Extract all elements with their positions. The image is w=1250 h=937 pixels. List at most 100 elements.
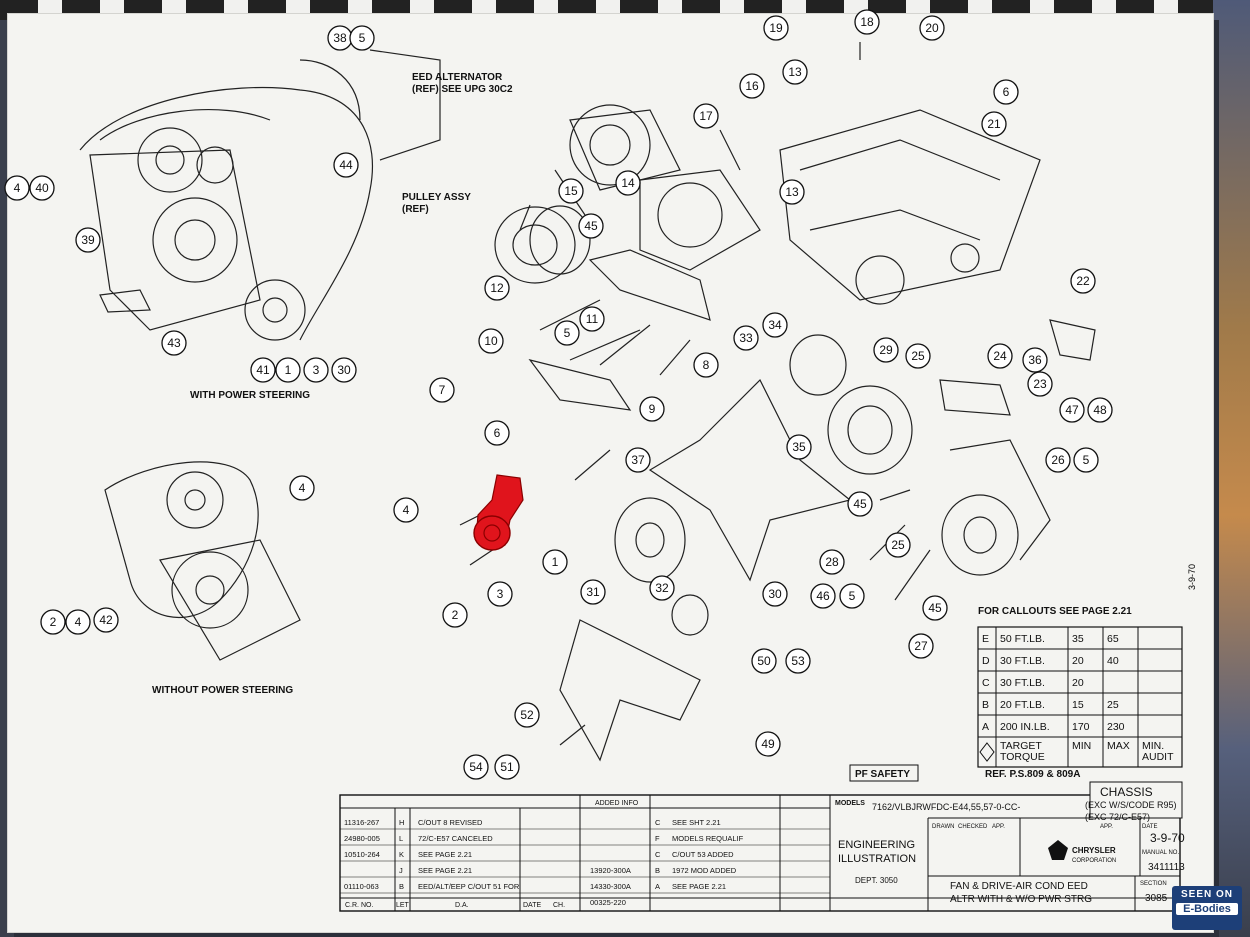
torque-A-1: 200 IN.LB. (1000, 721, 1050, 733)
svg-text:28: 28 (825, 555, 839, 569)
svg-text:1: 1 (285, 363, 292, 377)
callout-16: 18 (854, 9, 880, 35)
svg-text:D.A.: D.A. (455, 902, 469, 909)
svg-text:10: 10 (484, 334, 498, 348)
callout-62: 49 (755, 731, 781, 757)
torque-A-2: 170 (1072, 721, 1090, 733)
callout-3: 4 (4, 175, 30, 201)
svg-text:ADDED INFO: ADDED INFO (595, 800, 639, 807)
revision-row-3: SEE PAGE 2.21 (418, 866, 472, 875)
callout-56: 27 (908, 633, 934, 659)
svg-text:6: 6 (494, 426, 501, 440)
svg-text:21: 21 (987, 117, 1001, 131)
svg-text:39: 39 (81, 233, 95, 247)
svg-text:18: 18 (860, 15, 874, 29)
svg-text:3: 3 (497, 587, 504, 601)
svg-text:24: 24 (993, 349, 1007, 363)
callout-55: 45 (922, 595, 948, 621)
svg-text:MANUAL NO.: MANUAL NO. (1142, 850, 1179, 856)
callout-4: 44 (333, 152, 359, 178)
callout-23: 21 (981, 111, 1007, 137)
callout-67: 45 (847, 491, 873, 517)
callout-17: 20 (919, 15, 945, 41)
callout-11: 4 (289, 475, 315, 501)
torque-header-3: MIN. (1142, 740, 1164, 752)
callout-10: 30 (331, 357, 357, 383)
callout-5: 39 (75, 227, 101, 253)
svg-text:50: 50 (757, 654, 771, 668)
callout-54: 5 (839, 583, 865, 609)
callout-37: 22 (1070, 268, 1096, 294)
revision-row-1: L (399, 834, 403, 843)
svg-text:14: 14 (621, 176, 635, 190)
label-for-callouts: FOR CALLOUTS SEE PAGE 2.21 (978, 606, 1132, 617)
revision-row-1: MODELS REQUALIF (672, 834, 744, 843)
callout-26: 15 (558, 178, 584, 204)
svg-text:49: 49 (761, 737, 775, 751)
callout-57: 50 (751, 648, 777, 674)
callout-68: 25 (885, 532, 911, 558)
revision-row-4: 01110-063 (344, 882, 379, 891)
svg-text:3: 3 (313, 363, 320, 377)
callout-48: 2 (442, 602, 468, 628)
drawing-date: 3-9-70 (1150, 831, 1185, 845)
revision-row-3: 1972 MOD ADDED (672, 866, 737, 875)
svg-text:30: 30 (337, 363, 351, 377)
background-edge (1213, 0, 1250, 937)
torque-D-1: 30 FT.LB. (1000, 655, 1045, 667)
svg-text:5: 5 (1083, 453, 1090, 467)
label-ref-ps: REF. P.S.809 & 809A (985, 769, 1080, 780)
callout-28: 12 (484, 275, 510, 301)
drawing-title: FAN & DRIVE-AIR COND EED (950, 881, 1088, 892)
callout-64: 23 (1027, 371, 1053, 397)
torque-B-0: B (982, 699, 989, 711)
callout-69: 36 (1022, 347, 1048, 373)
svg-text:7: 7 (439, 383, 446, 397)
torque-B-2: 15 (1072, 699, 1084, 711)
svg-text:13: 13 (788, 65, 802, 79)
callout-20: 13 (782, 59, 808, 85)
svg-text:41: 41 (256, 363, 270, 377)
diamond-icon (979, 742, 995, 762)
svg-text:36: 36 (1028, 353, 1042, 367)
svg-text:25: 25 (911, 349, 925, 363)
svg-text:47: 47 (1065, 403, 1079, 417)
revision-row-2: C (655, 850, 661, 859)
callout-58: 53 (785, 648, 811, 674)
callout-29: 11 (579, 306, 605, 332)
svg-text:33: 33 (739, 331, 753, 345)
chassis-label: CHASSIS (1100, 785, 1153, 799)
torque-D-0: D (982, 655, 990, 667)
svg-text:44: 44 (339, 158, 353, 172)
callout-14: 4 (65, 609, 91, 635)
svg-text:C.R. NO.: C.R. NO. (345, 902, 373, 909)
svg-text:MODELS: MODELS (835, 800, 865, 807)
callout-1: 5 (349, 25, 375, 51)
callout-7: 41 (250, 357, 276, 383)
torque-C-0: C (982, 677, 990, 689)
torque-E-3: 65 (1107, 633, 1119, 645)
svg-text:ILLUSTRATION: ILLUSTRATION (838, 853, 916, 865)
callout-8: 1 (275, 357, 301, 383)
callout-61: 51 (494, 754, 520, 780)
chassis-models: 7162/VLBJRWFDC-E44,55,57-0-CC- (872, 802, 1020, 812)
torque-header-0: TARGET (1000, 740, 1042, 752)
torque-E-1: 50 FT.LB. (1000, 633, 1045, 645)
svg-text:2: 2 (50, 615, 57, 629)
label-alternator: (REF) SEE UPG 30C2 (412, 84, 513, 95)
svg-text:45: 45 (584, 219, 598, 233)
e-bodies-watermark: SEEN ON E-Bodies (1172, 886, 1242, 930)
svg-text:CHECKED: CHECKED (958, 824, 988, 830)
diagram-sheet (8, 14, 1213, 932)
engine-linework (79, 42, 1096, 762)
callout-25: 13 (779, 179, 805, 205)
svg-text:6: 6 (1003, 85, 1010, 99)
callout-47: 3 (487, 581, 513, 607)
svg-text:(EXC 72/C-E57): (EXC 72/C-E57) (1085, 812, 1150, 822)
label-with-power-steering: WITH POWER STEERING (190, 390, 310, 401)
callout-32: 8 (693, 352, 719, 378)
svg-text:15: 15 (564, 184, 578, 198)
highlighted-idler-part[interactable] (473, 474, 524, 551)
svg-text:34: 34 (768, 318, 782, 332)
